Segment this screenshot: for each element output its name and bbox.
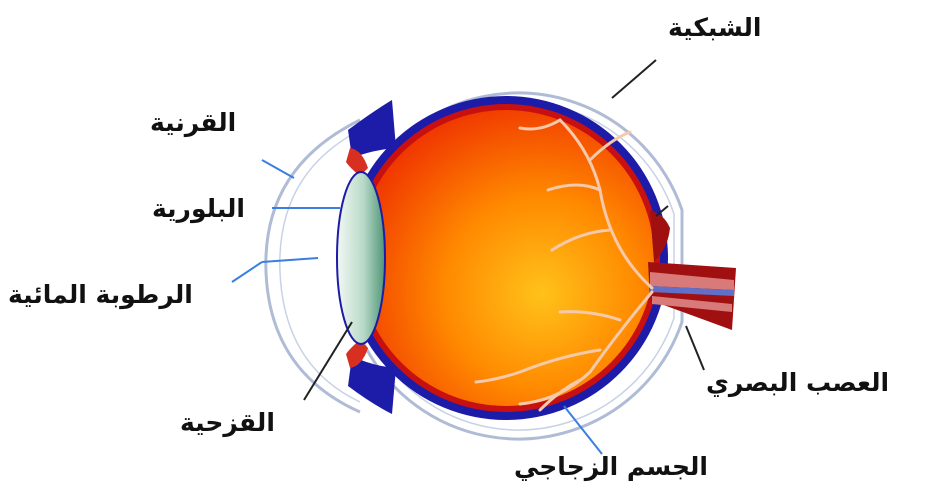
optic-nerve-label: العصب البصري	[706, 370, 889, 395]
lens-label: البلورية	[152, 196, 245, 221]
optic-nerve-pointer	[686, 326, 704, 370]
aqueous-humor-label: الرطوبة المائية	[8, 282, 193, 307]
vitreous-body-label: الجسم الزجاجي	[514, 454, 708, 479]
cornea-pointer	[262, 160, 294, 178]
retina-pointer	[612, 60, 656, 98]
retina-label: الشبكية	[668, 15, 762, 40]
iris-pointer	[304, 322, 352, 400]
vitreous-body	[358, 110, 654, 406]
aqueous-pointer-b	[262, 258, 318, 262]
lens	[337, 172, 385, 344]
aqueous-pointer-a	[232, 262, 262, 282]
cornea-label: القرنية	[150, 110, 236, 135]
iris-label: القزحية	[180, 410, 275, 435]
